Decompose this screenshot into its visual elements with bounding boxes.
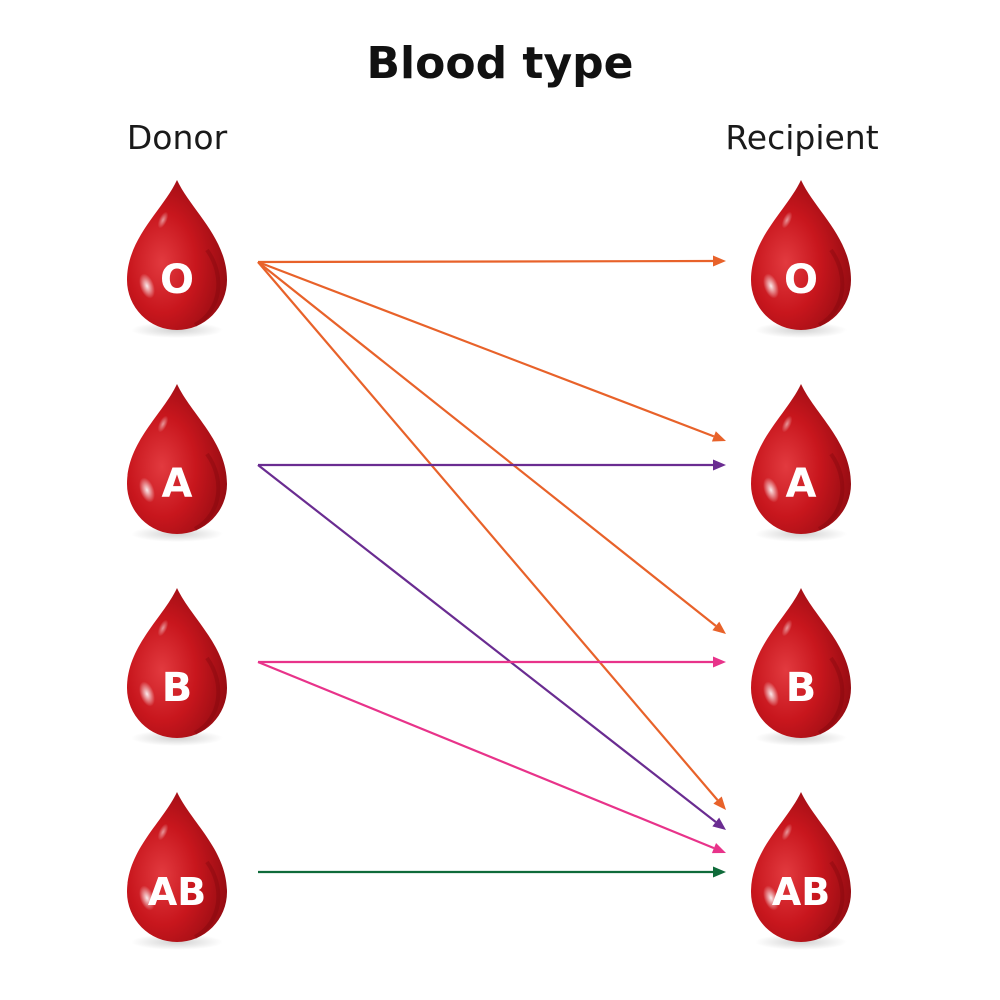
drop-shine [763, 477, 779, 503]
arrow-line [257, 261, 717, 627]
donor-drop-o: O [127, 180, 227, 338]
drop-shine [763, 273, 779, 299]
arrow-a-to-a [258, 459, 726, 471]
arrow-o-to-b [257, 261, 726, 634]
drop-shine-top [781, 211, 793, 229]
recipient-drop-o: O [751, 180, 851, 338]
drop-rim [817, 656, 845, 735]
drop-shine [139, 273, 155, 299]
arrow-head [713, 459, 726, 471]
arrow-head [712, 255, 726, 267]
arrow-head [712, 817, 726, 830]
arrow-head [711, 431, 726, 442]
drop-label: A [162, 461, 193, 507]
arrow-line [257, 660, 715, 850]
arrow-ab-to-ab [258, 866, 726, 878]
arrow-line [257, 261, 719, 801]
arrow-line [257, 259, 714, 264]
drop-label: AB [772, 870, 830, 914]
arrow-head [713, 796, 726, 810]
drop-rim [193, 248, 221, 327]
drop-rim [817, 860, 845, 939]
drop-rim [817, 452, 845, 531]
drop-label: B [162, 665, 193, 711]
arrow-b-to-ab [257, 660, 726, 854]
arrows-layer [257, 255, 726, 878]
drop-shine [763, 681, 779, 707]
drop-rim [193, 656, 221, 735]
drop-shine [139, 681, 155, 707]
arrow-o-to-a [257, 260, 726, 442]
arrow-head [712, 621, 726, 634]
drop-shine [763, 885, 779, 911]
arrow-head [713, 866, 726, 878]
recipient-drop-ab: AB [751, 792, 851, 950]
donor-heading: Donor [126, 118, 228, 157]
arrow-a-to-ab [257, 464, 726, 830]
drop-shine-top [157, 823, 169, 841]
arrow-line [257, 464, 717, 823]
drop-label: AB [148, 870, 206, 914]
drop-rim [193, 860, 221, 939]
drop-shine-top [157, 415, 169, 433]
recipient-drop-b: B [751, 588, 851, 746]
drop-label: A [786, 461, 817, 507]
drop-label: B [786, 665, 817, 711]
recipient-drop-a: A [751, 384, 851, 542]
drop-shine-top [781, 619, 793, 637]
drop-shine-top [157, 211, 169, 229]
drop-shine [139, 477, 155, 503]
drop-rim [817, 248, 845, 327]
arrow-b-to-b [258, 656, 726, 668]
drop-shine-top [781, 415, 793, 433]
arrow-head [713, 656, 726, 668]
drop-rim [193, 452, 221, 531]
donor-drop-ab: AB [127, 792, 227, 950]
drop-label: O [784, 257, 818, 303]
drop-shine-top [781, 823, 793, 841]
page-title: Blood type [366, 38, 634, 89]
recipient-heading: Recipient [725, 118, 879, 157]
arrow-line [257, 260, 715, 438]
donor-drop-a: A [127, 384, 227, 542]
donor-drop-b: B [127, 588, 227, 746]
arrow-head [711, 842, 726, 854]
drop-label: O [160, 257, 194, 303]
drop-shine-top [157, 619, 169, 637]
arrow-o-to-o [257, 255, 726, 267]
arrow-o-to-ab [257, 261, 726, 810]
drop-shine [139, 885, 155, 911]
